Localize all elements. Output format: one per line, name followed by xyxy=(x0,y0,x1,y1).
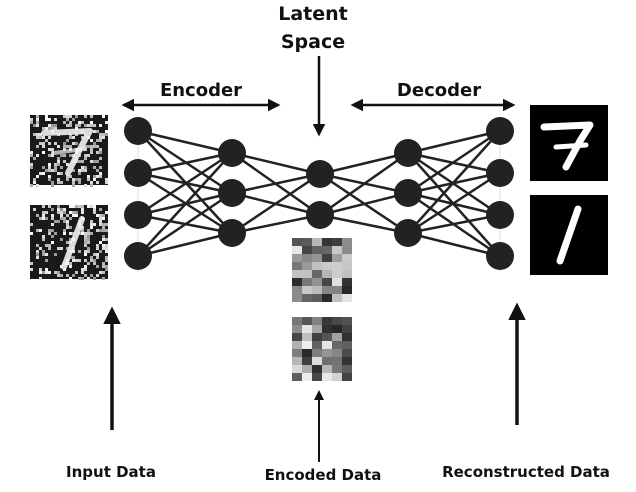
network-edge xyxy=(319,151,409,217)
neuron-node xyxy=(486,242,514,270)
input-image-digit-1 xyxy=(30,205,108,280)
neuron-node xyxy=(124,201,152,229)
network-edge xyxy=(231,213,321,235)
neuron-node xyxy=(394,179,422,207)
decoder-label: Decoder xyxy=(397,80,481,101)
neuron-node xyxy=(394,139,422,167)
network-edge xyxy=(137,151,233,217)
encoded-data-label: Encoded Data xyxy=(265,466,382,484)
input-image-digit-7 xyxy=(30,115,108,187)
neuron-node xyxy=(486,117,514,145)
network-edge xyxy=(319,151,409,176)
reconstructed-image-digit-1 xyxy=(530,195,608,275)
network-nodes xyxy=(124,117,514,270)
input-data-label: Input Data xyxy=(66,463,156,481)
network-edge xyxy=(407,129,501,155)
encoder-label: Encoder xyxy=(160,80,242,101)
reconstructed-image-digit-7 xyxy=(530,105,608,181)
network-edge xyxy=(319,191,409,217)
neuron-node xyxy=(306,201,334,229)
neuron-node xyxy=(124,159,152,187)
encoded-image-2 xyxy=(292,317,352,381)
neuron-node xyxy=(218,219,246,247)
network-edges xyxy=(137,129,501,258)
network-edge xyxy=(407,171,501,235)
latent-space-label-line1: Latent xyxy=(278,3,348,25)
network-edge xyxy=(407,129,501,195)
network-edge xyxy=(231,151,321,176)
neuron-node xyxy=(486,201,514,229)
neuron-node xyxy=(218,139,246,167)
neuron-node xyxy=(124,117,152,145)
network-edge xyxy=(407,231,501,258)
network-edge xyxy=(137,151,233,175)
network-edge xyxy=(137,191,233,258)
neuron-node xyxy=(124,242,152,270)
network-edge xyxy=(407,130,501,234)
network-edge xyxy=(231,172,321,235)
neuron-node xyxy=(394,219,422,247)
neuron-node xyxy=(218,179,246,207)
network-edge xyxy=(137,231,233,258)
reconstructed-data-label: Reconstructed Data xyxy=(442,463,610,481)
neuron-node xyxy=(486,159,514,187)
network-edge xyxy=(137,152,233,257)
latent-space-label-line2: Space xyxy=(281,31,345,53)
network-edge xyxy=(319,213,409,235)
encoded-image-1 xyxy=(292,238,352,302)
neuron-node xyxy=(306,160,334,188)
network-edge xyxy=(231,172,321,195)
network-edge xyxy=(137,129,233,155)
network-edge xyxy=(407,213,501,235)
